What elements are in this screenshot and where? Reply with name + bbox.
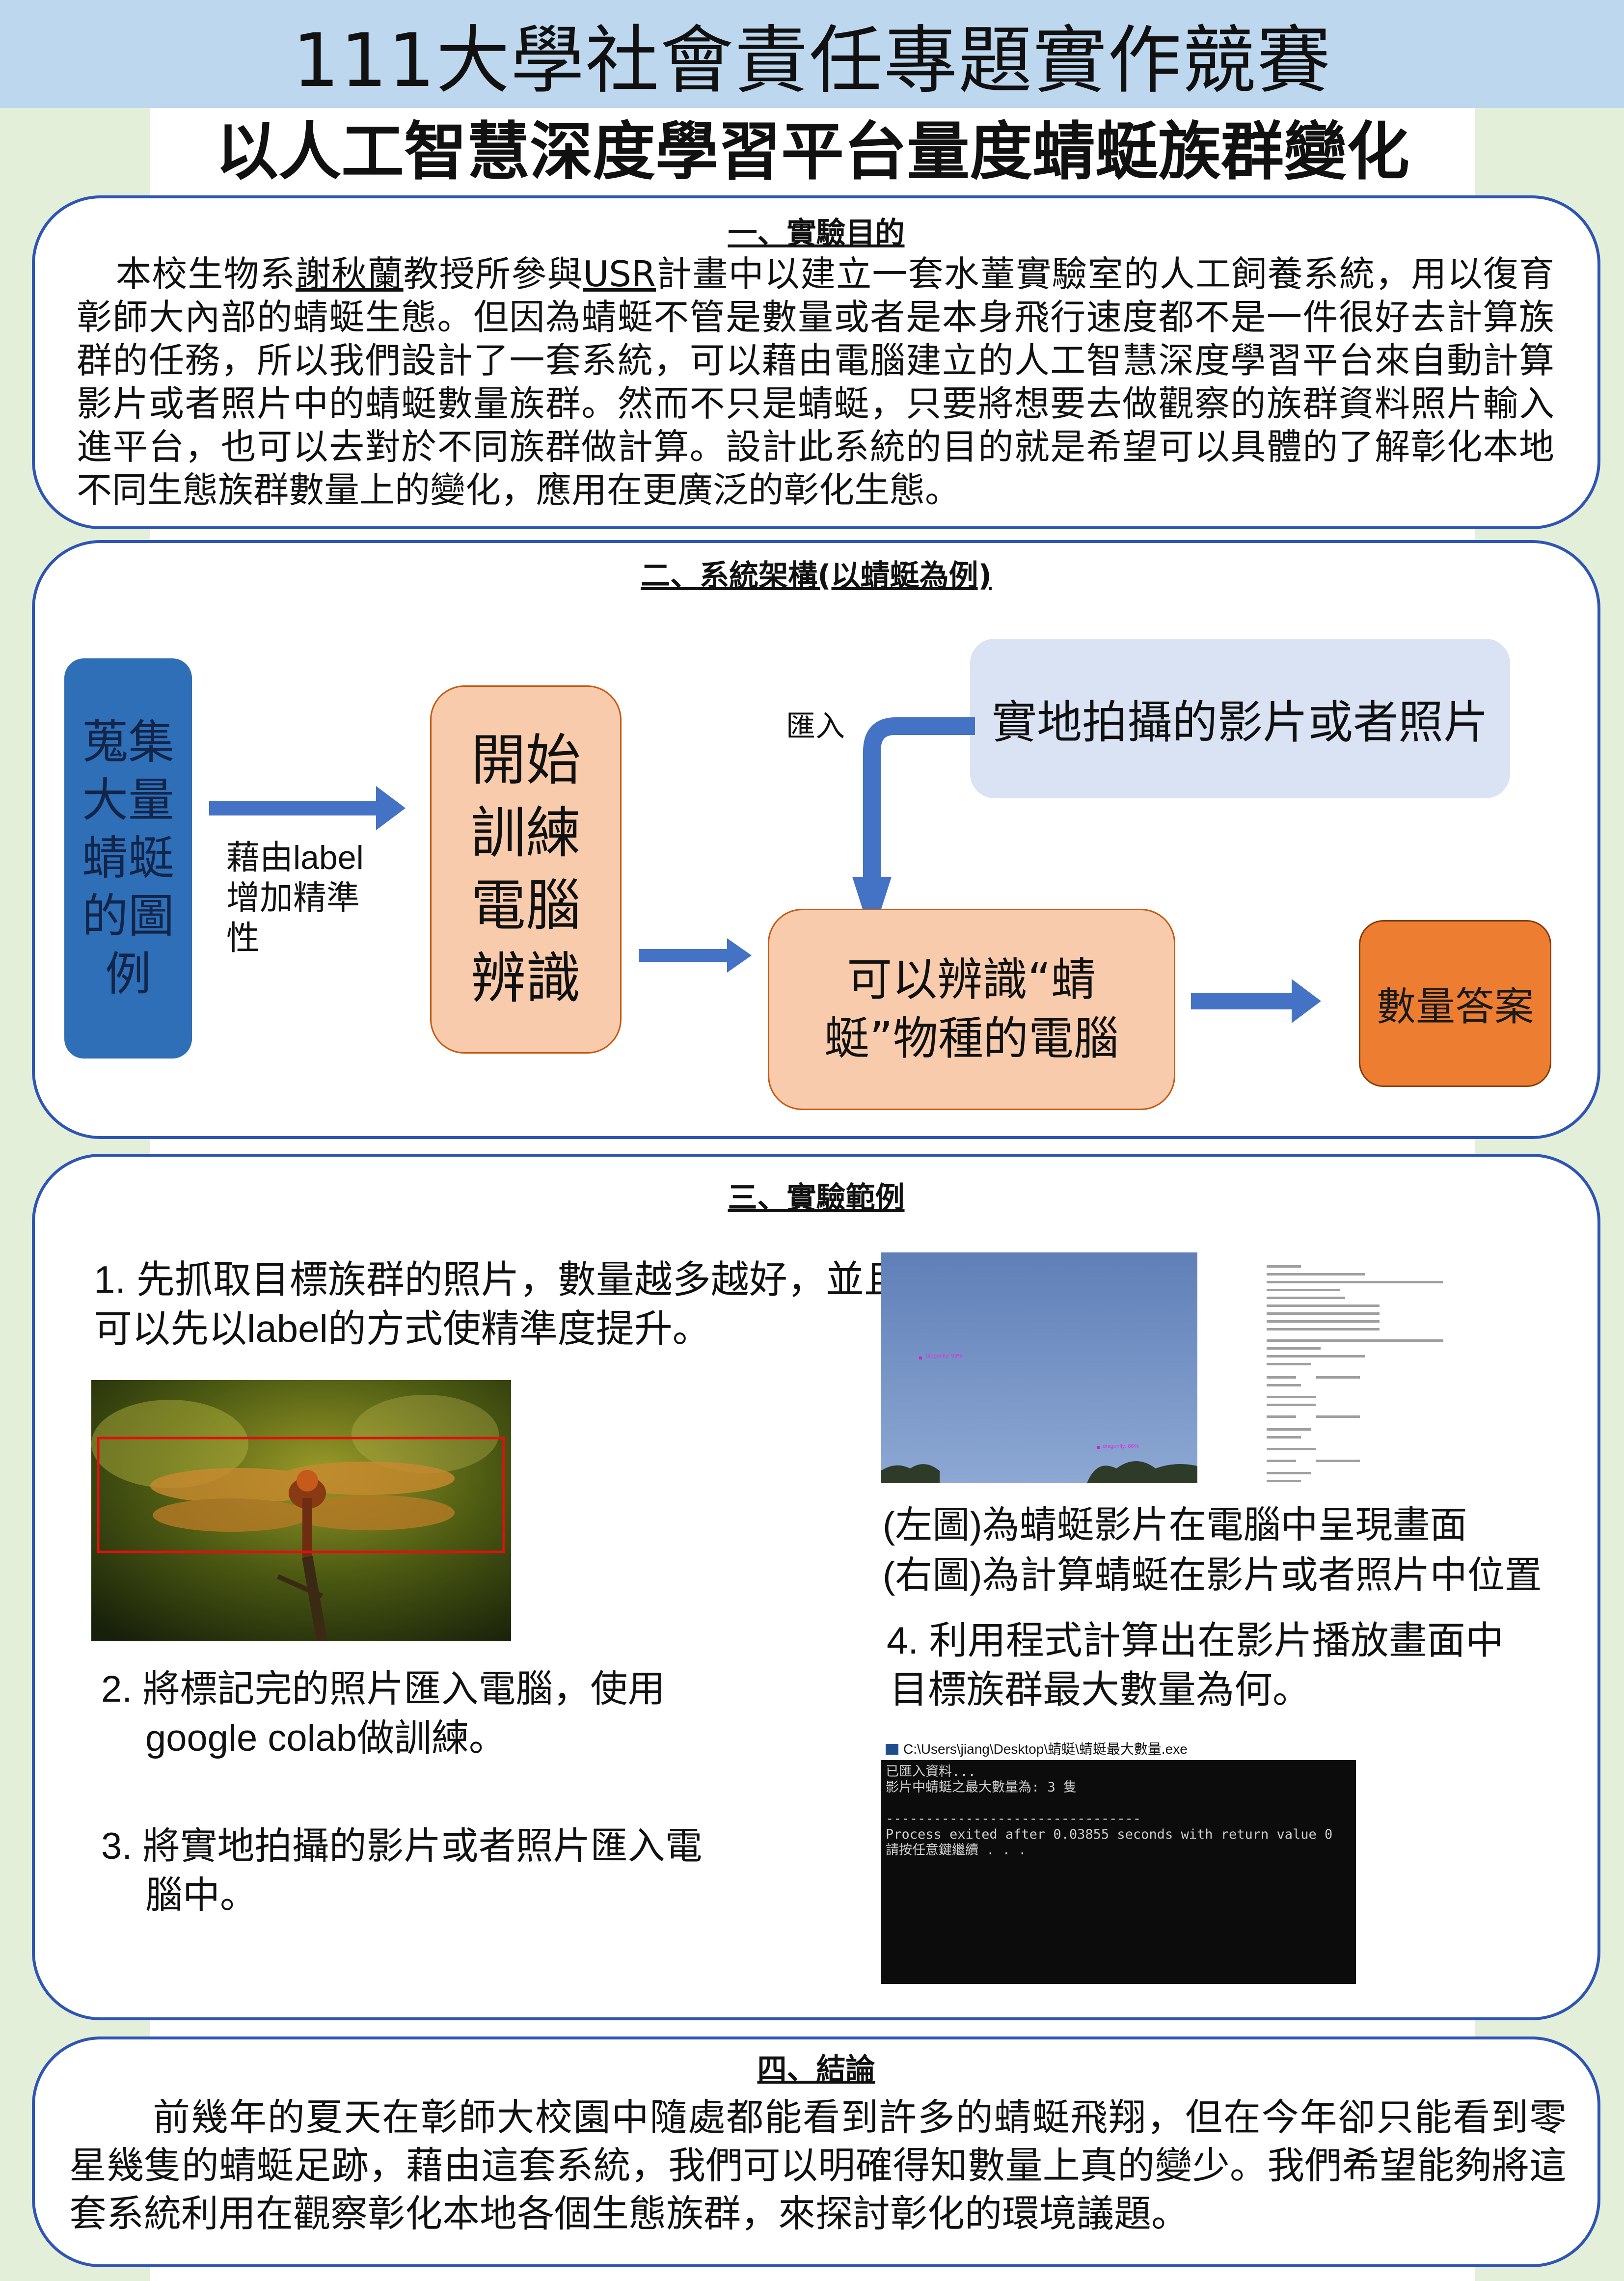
- step-4-line-1: 4. 利用程式計算出在影片播放畫面中: [887, 1619, 1504, 1662]
- step-4-line-2: 目標族群最大數量為何。: [890, 1668, 1311, 1711]
- label-note: 藉由label增加精準性: [226, 838, 388, 958]
- detection-screenshot: [881, 1252, 1197, 1483]
- step-2-text: 2. 將標記完的照片匯入電腦，使用 google colab做訓練。: [101, 1665, 739, 1763]
- console-window: C:\Users\jiang\Desktop\蜻蜓\蜻蜓最大數量.exe 已匯入…: [881, 1738, 1356, 1984]
- section-title: 一、實驗目的: [728, 216, 905, 250]
- console-line: 已匯入資料...: [886, 1764, 976, 1779]
- detection-log: [1255, 1255, 1451, 1486]
- poster-subtitle: 以人工智慧深度學習平台量度蜻蜓族群變化: [215, 115, 1409, 189]
- right-arrow-icon: [209, 786, 406, 830]
- console-line: --------------------------------: [886, 1811, 1141, 1826]
- professor-name: 謝秋蘭: [296, 253, 404, 295]
- caption-right: (右圖)為計算蜻蜓在影片或者照片中位置: [883, 1554, 1542, 1596]
- console-line: 影片中蜻蜓之最大數量為: 3 隻: [886, 1780, 1077, 1795]
- console-body: 已匯入資料... 影片中蜻蜓之最大數量為: 3 隻 --------------…: [881, 1760, 1356, 1862]
- label-note-text: 藉由label增加精準性: [226, 839, 364, 957]
- step-4-text: 4. 利用程式計算出在影片播放畫面中 目標族群最大數量為何。: [887, 1616, 1574, 1714]
- right-arrow-icon: [1191, 979, 1321, 1023]
- answer-box: 數量答案: [1359, 920, 1551, 1087]
- recognize-computer-box: 可以辨識“蜻蜓”物種的電腦: [768, 909, 1175, 1110]
- step-1-label: 1. 先抓取目標族群的照片，數量越多越好，並且可以先以label的方式使精準度提…: [94, 1258, 902, 1350]
- import-label: 匯入: [786, 710, 845, 743]
- recognize-computer-label: 可以辨識“蜻蜓”物種的電腦: [824, 953, 1119, 1065]
- detection-label-2: dragonfly: 86%: [1103, 1443, 1139, 1449]
- collect-images-label: 蒐集大量蜻蜓的圖例: [81, 715, 174, 1001]
- step-1-text: 1. 先抓取目標族群的照片，數量越多越好，並且可以先以label的方式使精準度提…: [94, 1255, 909, 1353]
- purpose-paragraph: 本校生物系謝秋蘭教授所參與USR計畫中以建立一套水蕫實驗室的人工飼養系統，用以復…: [77, 252, 1554, 512]
- section-title: 二、系統架構(以蜻蜓為例): [641, 559, 992, 593]
- answer-label: 數量答案: [1377, 984, 1534, 1030]
- text-run: 教授所參與: [403, 253, 583, 295]
- train-computer-label: 開始訓練電腦辨識: [471, 729, 581, 1010]
- step-3-line-2: 腦中。: [145, 1874, 257, 1916]
- console-line: [886, 1795, 1351, 1811]
- usr-term: USR: [583, 253, 656, 295]
- text-run: 計畫中以建立一套水蕫實驗室的人工飼養系統，用以復育彰師大內部的蜻蜓生態。但因為蜻…: [77, 253, 1554, 511]
- console-title: C:\Users\jiang\Desktop\蜻蜓\蜻蜓最大數量.exe: [903, 1741, 1188, 1757]
- section-purpose: 一、實驗目的 本校生物系謝秋蘭教授所參與USR計畫中以建立一套水蕫實驗室的人工飼…: [32, 195, 1600, 529]
- field-media-box: 實地拍攝的影片或者照片: [970, 639, 1510, 798]
- step-2-line-2: google colab做訓練。: [145, 1717, 507, 1759]
- detection-label-1: dragonfly: 93%: [926, 1353, 962, 1359]
- conclusion-text: 前幾年的夏天在彰師大校園中隨處都能看到許多的蜻蜓飛翔，但在今年卻只能看到零星幾隻…: [69, 2095, 1567, 2235]
- collect-images-box: 蒐集大量蜻蜓的圖例: [64, 658, 192, 1059]
- down-arrow-icon: [852, 717, 975, 938]
- image-captions: (左圖)為蜻蜓影片在電腦中呈現畫面 (右圖)為計算蜻蜓在影片或者照片中位置: [883, 1500, 1599, 1601]
- caption-left: (左圖)為蜻蜓影片在電腦中呈現畫面: [883, 1504, 1467, 1546]
- step-3-line-1: 3. 將實地拍攝的影片或者照片匯入電: [101, 1825, 703, 1867]
- dragonfly-photo: [91, 1380, 511, 1641]
- section-conclusion: 四、結論 前幾年的夏天在彰師大校園中隨處都能看到許多的蜻蜓飛翔，但在今年卻只能看…: [32, 2037, 1600, 2267]
- log-lines-icon: [1267, 1265, 1444, 1482]
- console-line: Process exited after 0.03855 seconds wit…: [886, 1827, 1333, 1842]
- field-media-label: 實地拍攝的影片或者照片: [991, 696, 1489, 749]
- conclusion-paragraph: 前幾年的夏天在彰師大校園中隨處都能看到許多的蜻蜓飛翔，但在今年卻只能看到零星幾隻…: [69, 2093, 1567, 2238]
- console-app-icon: [886, 1744, 898, 1755]
- right-arrow-icon: [639, 938, 752, 973]
- train-computer-box: 開始訓練電腦辨識: [430, 685, 622, 1054]
- text-run: 本校生物系: [116, 253, 296, 295]
- competition-title: 111大學社會責任專題實作競賽: [0, 0, 1624, 108]
- section-examples: 三、實驗範例 1. 先抓取目標族群的照片，數量越多越好，並且可以先以label的…: [32, 1154, 1600, 2020]
- section-title: 三、實驗範例: [728, 1181, 905, 1215]
- console-titlebar: C:\Users\jiang\Desktop\蜻蜓\蜻蜓最大數量.exe: [881, 1738, 1356, 1760]
- console-line: 請按任意鍵繼續 . . .: [886, 1843, 1027, 1858]
- section-title: 四、結論: [757, 2052, 875, 2087]
- step-3-text: 3. 將實地拍攝的影片或者照片匯入電 腦中。: [101, 1822, 788, 1920]
- section-architecture: 二、系統架構(以蜻蜓為例) 蒐集大量蜻蜓的圖例 藉由label增加精準性 開始訓…: [32, 540, 1600, 1139]
- step-2-line-1: 2. 將標記完的照片匯入電腦，使用: [101, 1668, 665, 1710]
